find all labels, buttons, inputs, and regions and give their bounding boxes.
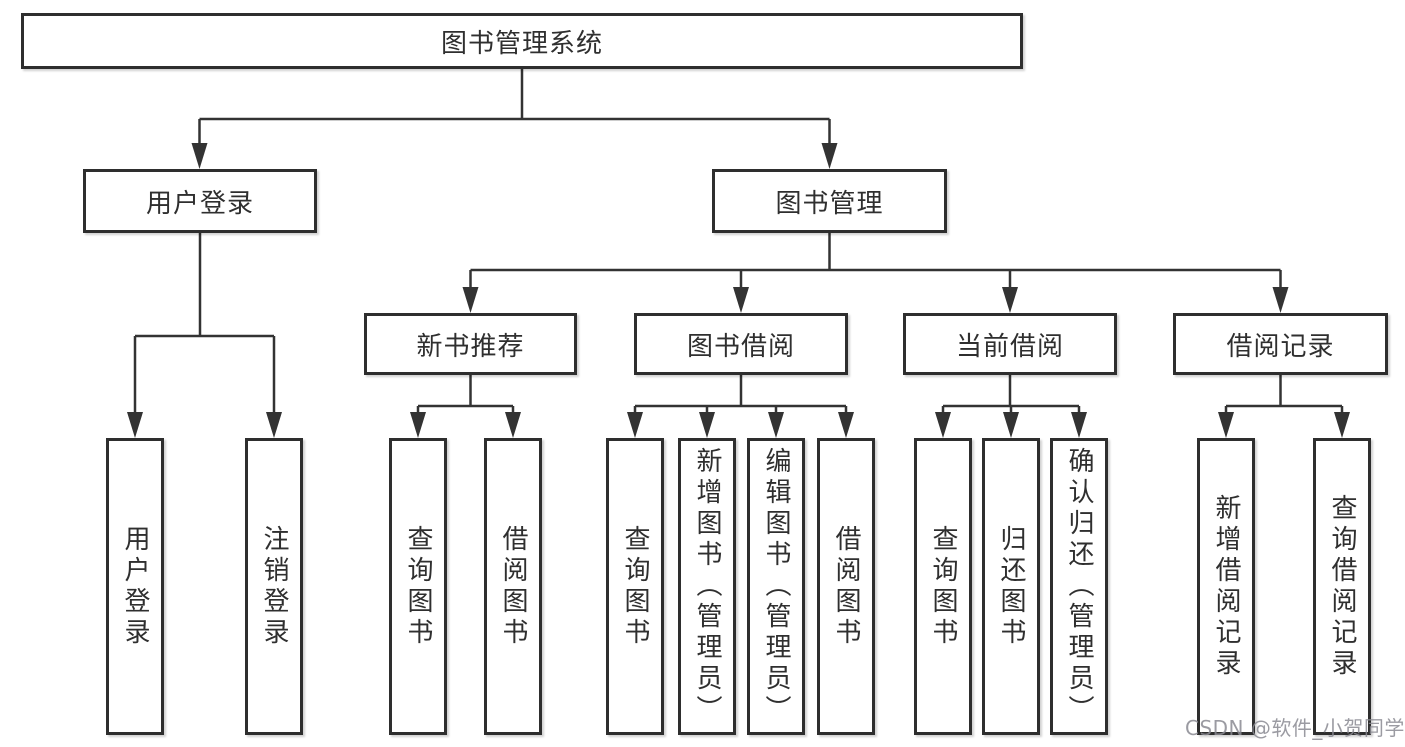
leaf-label: 查询借阅记录 — [1327, 493, 1357, 680]
node-label: 新书推荐 — [416, 331, 525, 362]
leaf-label: 确认归还（管理员） — [1064, 447, 1094, 726]
node-borrowing-records: 借阅记录 — [1173, 313, 1388, 375]
leaf-confirm-return-admin: 确认归还（管理员） — [1050, 438, 1108, 735]
leaf-borrow-books: 借阅图书 — [484, 438, 542, 735]
leaf-query-books-3: 查询图书 — [914, 438, 972, 735]
leaf-label: 归还图书 — [996, 524, 1026, 649]
node-user-login: 用户登录 — [83, 169, 317, 233]
node-book-management: 图书管理 — [712, 169, 947, 233]
node-label: 借阅记录 — [1226, 331, 1335, 362]
leaf-label: 新增图书（管理员） — [692, 447, 722, 726]
leaf-return-books: 归还图书 — [982, 438, 1040, 735]
leaf-add-borrow-record: 新增借阅记录 — [1197, 438, 1255, 735]
leaf-user-login: 用户登录 — [106, 438, 164, 735]
node-label: 图书借阅 — [686, 331, 795, 362]
node-label: 用户登录 — [145, 188, 254, 219]
node-current-borrowing: 当前借阅 — [903, 313, 1117, 375]
leaf-borrow-books-2: 借阅图书 — [817, 438, 875, 735]
leaf-query-books: 查询图书 — [389, 438, 447, 735]
leaf-label: 注销登录 — [259, 524, 289, 649]
node-label: 当前借阅 — [955, 331, 1064, 362]
leaf-logout: 注销登录 — [245, 438, 303, 735]
leaf-label: 查询图书 — [620, 524, 650, 649]
leaf-edit-books-admin: 编辑图书（管理员） — [747, 438, 805, 735]
leaf-label: 借阅图书 — [498, 524, 528, 649]
leaf-query-books-2: 查询图书 — [606, 438, 664, 735]
node-library-management-system: 图书管理系统 — [21, 13, 1023, 69]
leaf-label: 用户登录 — [120, 524, 150, 649]
leaf-label: 新增借阅记录 — [1211, 493, 1241, 680]
node-label: 图书管理系统 — [440, 28, 603, 59]
leaf-query-borrow-record: 查询借阅记录 — [1313, 438, 1371, 735]
leaf-label: 借阅图书 — [831, 524, 861, 649]
node-label: 图书管理 — [775, 188, 884, 219]
leaf-label: 查询图书 — [403, 524, 433, 649]
leaf-label: 编辑图书（管理员） — [761, 447, 791, 726]
node-new-book-recommendation: 新书推荐 — [364, 313, 577, 375]
leaf-label: 查询图书 — [928, 524, 958, 649]
leaf-add-books-admin: 新增图书（管理员） — [678, 438, 736, 735]
node-book-borrowing: 图书借阅 — [634, 313, 848, 375]
